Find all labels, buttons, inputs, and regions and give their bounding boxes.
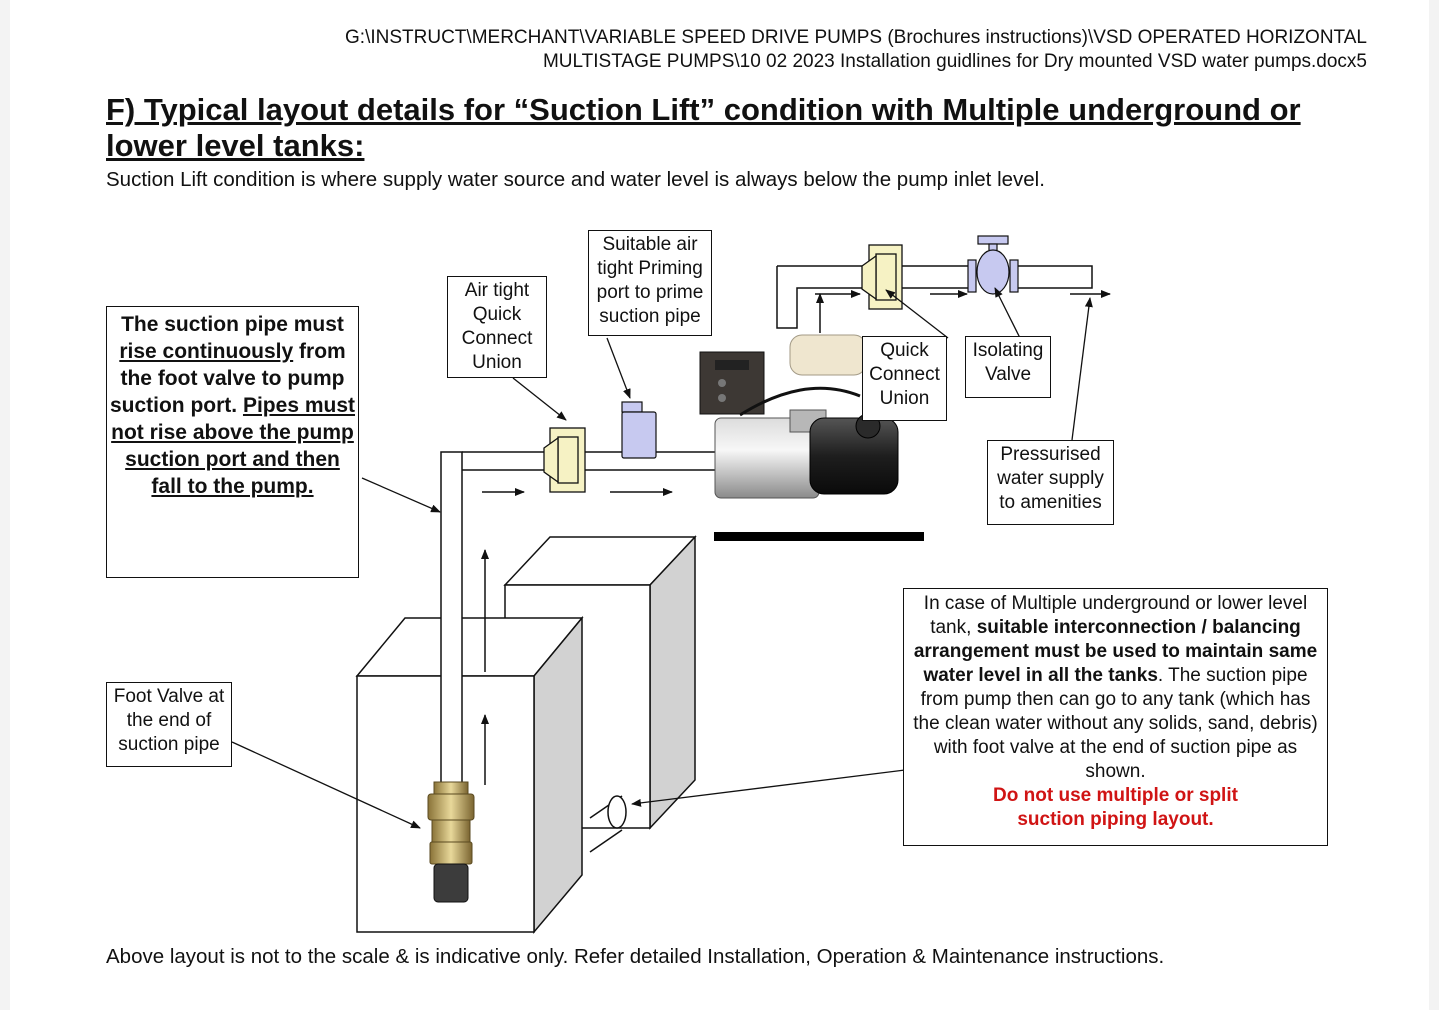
- multi-note-part-2: suitable interconnection / balancing arr…: [913, 617, 1318, 686]
- right-union: [861, 244, 903, 310]
- vsd-pump: [699, 334, 899, 499]
- foot-valve-label: Foot Valve at the end of suction pipe: [106, 682, 232, 767]
- intro-text: Suction Lift condition is where supply w…: [106, 168, 1045, 191]
- footer-disclaimer: Above layout is not to the scale & is in…: [106, 945, 1165, 968]
- file-path-line-2: MULTISTAGE PUMPS\10 02 2023 Installation…: [542, 51, 1367, 72]
- multi-note-part-1: In case of Multiple underground or lower…: [923, 593, 1308, 638]
- split-piping-warning: Do not use multiple or split suction pip…: [993, 785, 1238, 830]
- rise-note-part-3: from the foot valve to pump suction port…: [109, 340, 346, 417]
- layout-diagram: [231, 235, 1111, 935]
- front-tank: [355, 615, 584, 935]
- rise-note-part-4: Pipes must not rise above the pump sucti…: [111, 394, 356, 498]
- leader-lines: [231, 287, 1093, 829]
- quick-connect-union-label: Quick Connect Union: [862, 336, 947, 421]
- discharge-pipe: [776, 265, 1093, 329]
- air-tight-union: [543, 427, 586, 493]
- isolating-valve-label: Isolating Valve: [965, 336, 1051, 398]
- file-path-line-1: G:\INSTRUCT\MERCHANT\VARIABLE SPEED DRIV…: [345, 27, 1367, 48]
- file-path-header: G:\INSTRUCT\MERCHANT\VARIABLE SPEED DRIV…: [345, 26, 1367, 74]
- air-tight-union-label: Air tight Quick Connect Union: [447, 276, 547, 378]
- pressurised-supply-label: Pressurised water supply to amenities: [987, 440, 1114, 525]
- priming-port: [621, 401, 657, 459]
- foot-valve: [427, 781, 475, 903]
- multiple-tank-note: In case of Multiple underground or lower…: [903, 588, 1328, 846]
- interconnection-pipe: [589, 795, 627, 853]
- vertical-suction-pipe: [440, 451, 463, 793]
- rise-note-part-1: The suction pipe must: [121, 313, 344, 336]
- horizontal-suction-pipe: [462, 451, 715, 471]
- section-heading: F) Typical layout details for “Suction L…: [106, 92, 1301, 163]
- priming-port-label: Suitable air tight Priming port to prime…: [588, 230, 712, 336]
- multi-note-part-3: . The suction pipe from pump then can go…: [913, 665, 1318, 782]
- rise-continuously-note: The suction pipe must rise continuously …: [106, 306, 359, 578]
- rise-note-part-2: rise continuously: [119, 340, 294, 363]
- isolating-valve: [967, 235, 1019, 295]
- pump-base: [714, 532, 924, 541]
- document-page: G:\INSTRUCT\MERCHANT\VARIABLE SPEED DRIV…: [10, 0, 1429, 1010]
